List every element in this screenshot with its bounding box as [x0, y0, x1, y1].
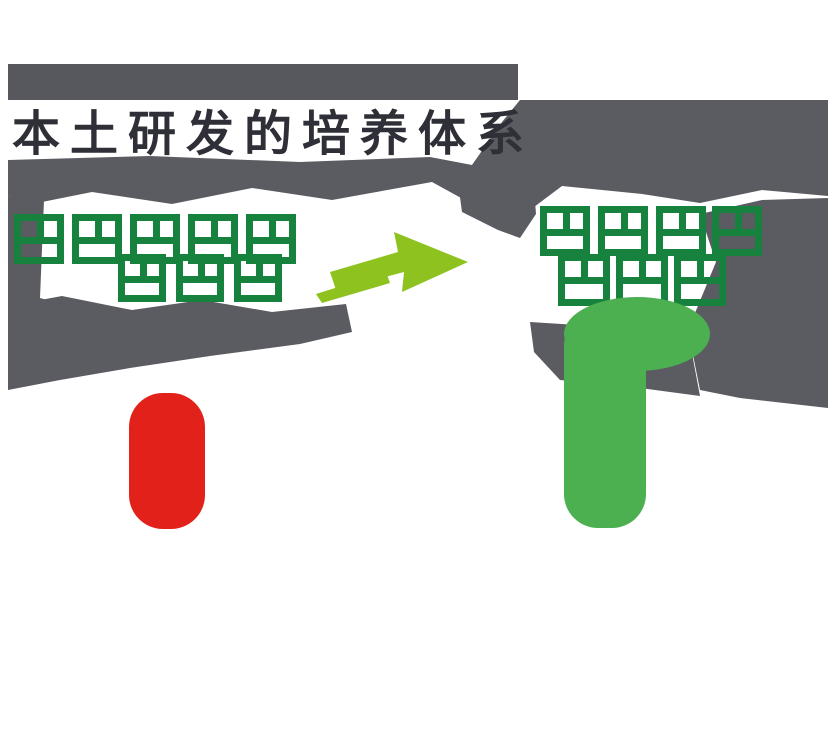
red-pill-bar	[129, 393, 205, 529]
gray-smudge-center-chunk	[456, 162, 536, 238]
right-arrow-body	[330, 232, 468, 292]
right-arrow-icon	[316, 232, 468, 303]
right-arrow-swoosh	[316, 272, 390, 303]
slide-title: 本土研发的培养体系	[12, 106, 534, 162]
green-flag-shape	[564, 297, 710, 528]
green-bar	[564, 312, 646, 528]
gray-smudge-left-column	[8, 196, 62, 312]
header-band	[8, 64, 518, 100]
right-green-row-1	[540, 206, 762, 256]
gray-smudge-band	[8, 100, 828, 207]
gray-smudge-left-wedge	[8, 296, 352, 390]
left-green-row-2	[118, 254, 282, 302]
